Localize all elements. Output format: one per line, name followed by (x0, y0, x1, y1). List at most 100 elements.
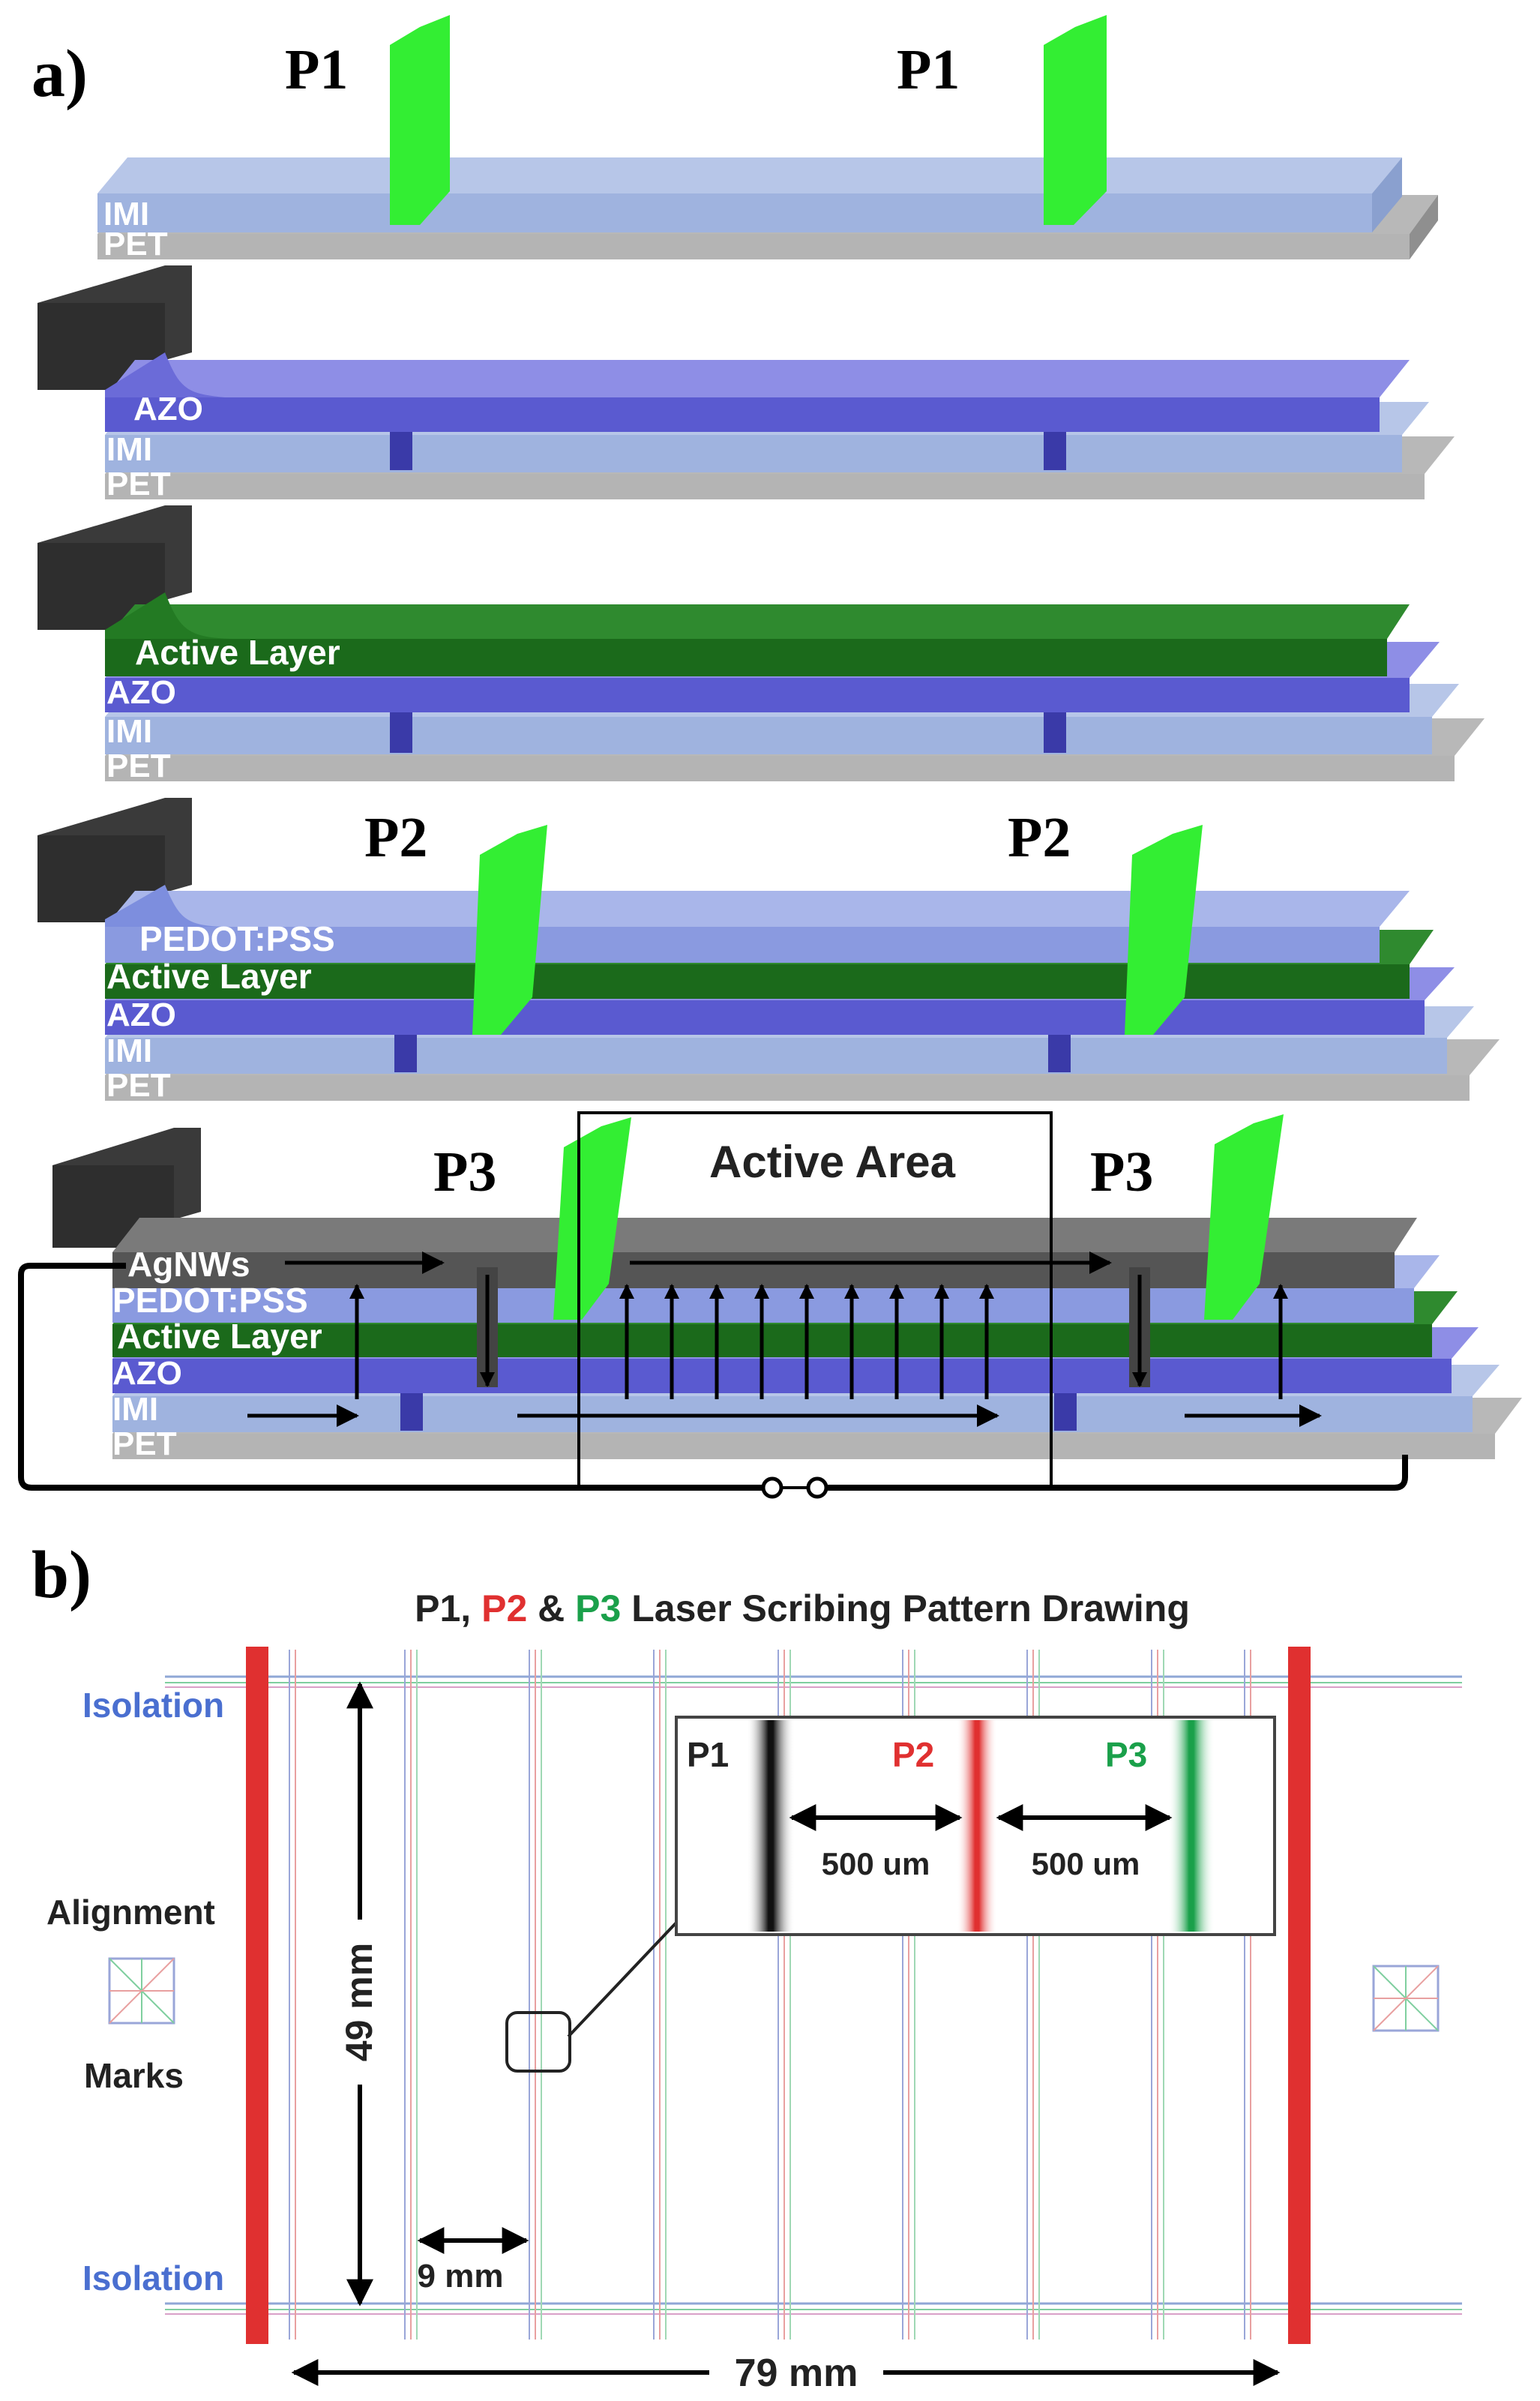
azo-layer-front (105, 678, 1410, 712)
active-layer-front (112, 1324, 1432, 1357)
layer-label-imi: IMI (106, 431, 152, 468)
imi-layer-front (105, 1038, 1447, 1074)
title-rest: Laser Scribing Pattern Drawing (621, 1587, 1190, 1629)
stage-5: P3 P3 Active Area AgNWs PEDOT:PSS Active… (18, 1111, 1522, 1499)
p1-cut-right (1048, 1033, 1071, 1072)
pitch-dimension: 9 mm (417, 2227, 529, 2295)
isolation-label-top: Isolation (82, 1686, 224, 1725)
azo-layer-front (105, 397, 1380, 432)
p1-cut-left (400, 1392, 423, 1431)
stage-4: P2 P2 PEDOT:PSS Active Layer AZO IMI PET (37, 798, 1500, 1104)
pedot-coating-flow (105, 885, 232, 927)
imi-layer-top (97, 157, 1402, 193)
p1-label-right: P1 (897, 38, 960, 101)
circuit-terminal-right (806, 1476, 828, 1499)
zoom-region (505, 2011, 571, 2073)
pet-layer-side (1410, 195, 1438, 259)
panel-b-label: b) (31, 1538, 91, 1612)
layer-label-azo: AZO (112, 1355, 182, 1392)
active-area-label: Active Area (709, 1137, 956, 1187)
isolation-lines (165, 1675, 1462, 2315)
isolation-bar-left (246, 1647, 268, 2344)
height-dimension-label: 49 mm (338, 1943, 380, 2061)
inset-p2-label: P2 (892, 1735, 934, 1774)
p2-scribe-band (957, 1720, 997, 1932)
layer-label-agnws: AgNWs (127, 1245, 250, 1284)
title-p2: P2 (481, 1587, 527, 1629)
p3-label-left: P3 (433, 1141, 496, 1203)
inset-p1-label: P1 (687, 1735, 729, 1774)
layer-label-pet: PET (106, 748, 171, 784)
width-dimension-label: 79 mm (735, 2352, 858, 2395)
pet-layer-front (112, 1434, 1495, 1459)
title-sep1: , (460, 1587, 481, 1629)
p3-label-right: P3 (1090, 1141, 1153, 1203)
p3-laser-right (1204, 1114, 1284, 1320)
layer-label-pet: PET (103, 226, 168, 262)
scribe-detail-inset: P1 P2 P3 500 um 500 um (675, 1716, 1276, 1936)
active-coating-flow (105, 592, 232, 639)
title-p1: P1 (415, 1587, 460, 1629)
azo-layer-top (105, 360, 1410, 397)
pitch-dimension-label: 9 mm (418, 2258, 504, 2295)
layer-label-pet: PET (106, 1067, 171, 1104)
scribe-lines (289, 1650, 1251, 2340)
stage-3: Active Layer AZO IMI PET (37, 505, 1485, 784)
p1-laser-right (1044, 15, 1107, 225)
inset-gap1-label: 500 um (822, 1846, 930, 1881)
external-circuit-wire (18, 1263, 1408, 1491)
alignment-mark-left (108, 1957, 175, 2025)
title-sep2: & (527, 1587, 575, 1629)
layer-label-azo: AZO (106, 674, 176, 711)
layer-label-pet: PET (112, 1425, 177, 1462)
circuit-terminal-left (761, 1476, 783, 1499)
inset-p3-label: P3 (1105, 1735, 1147, 1774)
alignment-label-line2: Marks (84, 2056, 184, 2095)
layer-label-pet: PET (106, 466, 171, 502)
isolation-bar-right (1288, 1647, 1311, 2344)
layer-label-imi: IMI (106, 1033, 152, 1069)
panel-b: b) P1, P2 & P3 Laser Scribing Pattern Dr… (31, 1538, 1462, 2395)
layer-label-active: Active Layer (117, 1317, 322, 1356)
alignment-label-line1: Alignment (46, 1893, 215, 1932)
azo-layer-front (112, 1359, 1452, 1393)
active-layer-front (105, 639, 1387, 676)
p1-label-left: P1 (285, 38, 348, 101)
pet-layer-front (105, 1075, 1470, 1101)
p3-scribe-band (1168, 1720, 1215, 1932)
imi-layer-side (1372, 157, 1402, 232)
p1-laser-left (390, 15, 450, 225)
height-dimension: 49 mm (338, 1681, 380, 2307)
p1-cut-left (390, 431, 412, 470)
panel-a: a) P1 P1 IMI PET (18, 15, 1522, 1499)
p2-label-right: P2 (1008, 806, 1071, 869)
layer-label-imi: IMI (103, 196, 149, 232)
width-dimension: 79 mm (291, 2352, 1281, 2395)
imi-layer-front (97, 193, 1372, 232)
p1-scribe-band (747, 1720, 795, 1932)
pet-layer-front (97, 234, 1410, 259)
layer-label-imi: IMI (106, 713, 152, 750)
azo-layer-front (105, 1000, 1425, 1035)
isolation-label-bottom: Isolation (82, 2259, 224, 2298)
layer-label-active: Active Layer (106, 957, 312, 996)
inset-gap2-label: 500 um (1032, 1846, 1140, 1881)
p2-label-left: P2 (364, 806, 427, 869)
p1-cut-right (1054, 1392, 1077, 1431)
panel-a-label: a) (31, 37, 88, 111)
layer-label-pedot: PEDOT:PSS (139, 919, 335, 958)
p3-laser-left (553, 1117, 631, 1320)
imi-layer-front (105, 435, 1402, 472)
active-layer-front (105, 964, 1410, 999)
layer-label-pedot: PEDOT:PSS (112, 1281, 308, 1320)
stage-2: AZO IMI PET (37, 265, 1455, 502)
p1-cut-right (1044, 431, 1066, 470)
p1-cut-left (394, 1033, 417, 1072)
layer-label-azo: AZO (106, 997, 176, 1033)
layer-label-imi: IMI (112, 1391, 158, 1428)
pet-layer-front (105, 474, 1425, 499)
title-p3: P3 (575, 1587, 621, 1629)
alignment-mark-right (1372, 1965, 1440, 2032)
zoom-leader (567, 1921, 678, 2038)
